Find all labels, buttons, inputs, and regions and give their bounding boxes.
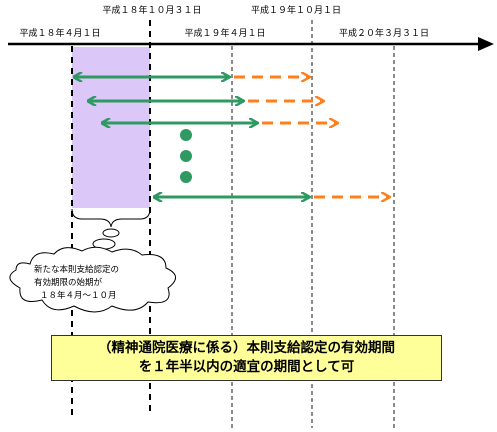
cloud-text-line3: １８年４月～１０月 <box>40 290 117 301</box>
date-label-h19-10-1: 平成１９年１０月１日 <box>251 4 341 16</box>
continuation-dot <box>180 171 192 183</box>
cloud-callout <box>9 246 176 313</box>
timeline-arrowhead <box>478 37 494 51</box>
date-label-h19-4-1: 平成１９年４月１日 <box>184 27 265 39</box>
note-line2: を１年半以内の適宜の期間として可 <box>138 359 355 375</box>
period-brace <box>71 208 151 228</box>
cloud-text-line2: 有効期限の始期が <box>34 277 103 288</box>
date-label-h18-4-1: 平成１８年４月１日 <box>19 27 100 39</box>
date-label-h18-10-31: 平成１８年１０月３１日 <box>102 4 201 16</box>
date-label-h20-3-31: 平成２０年３月３１日 <box>339 27 429 39</box>
continuation-dot <box>180 150 192 162</box>
thought-bubble-small <box>102 228 120 238</box>
note-line1: （精神通院医療に係る）本則支給認定の有効期間 <box>98 340 395 356</box>
highlight-period <box>72 47 150 208</box>
cloud-text-line1: 新たな本則支給認定の <box>34 264 119 275</box>
continuation-dot <box>180 129 192 141</box>
note-box: （精神通院医療に係る）本則支給認定の有効期間 を１年半以内の適宜の期間として可 <box>51 335 442 381</box>
